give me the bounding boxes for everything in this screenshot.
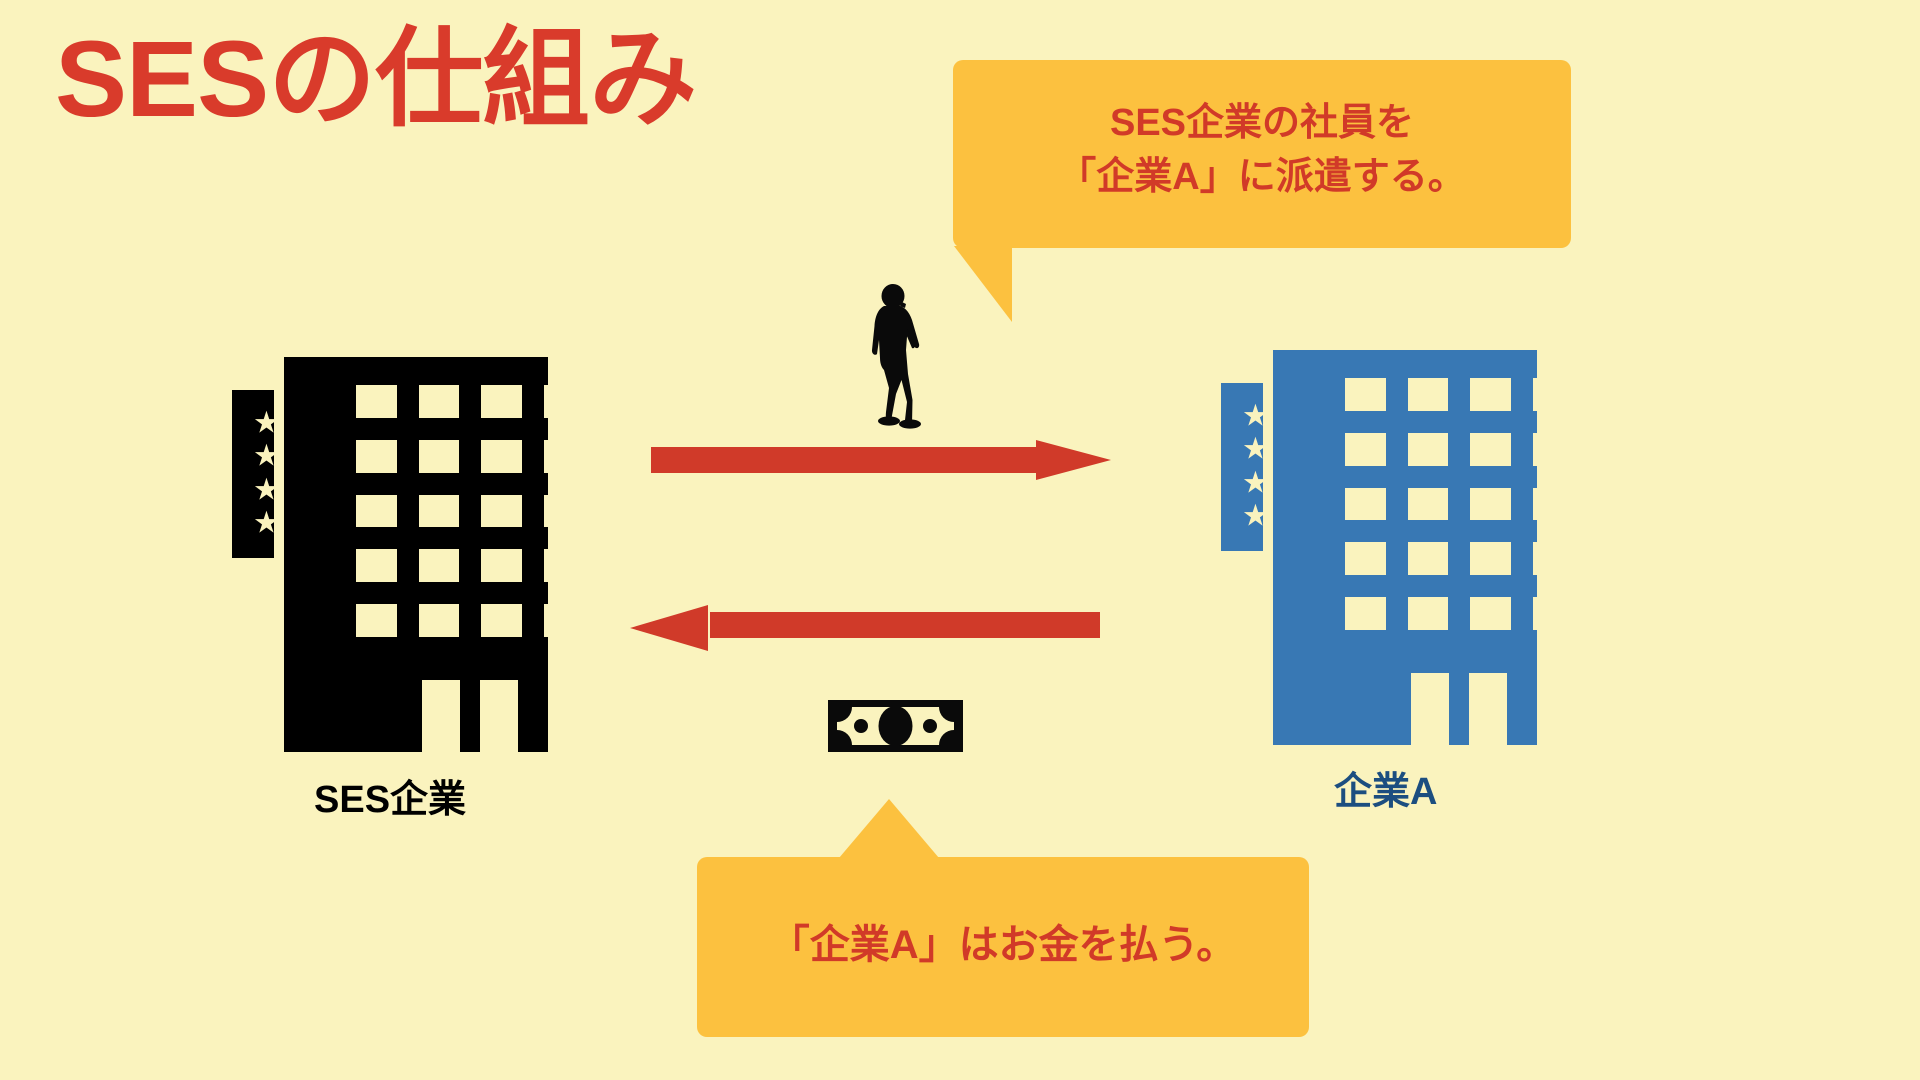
window bbox=[1345, 597, 1386, 630]
arrow-head bbox=[630, 605, 708, 651]
window bbox=[1470, 432, 1511, 466]
window bbox=[1407, 542, 1448, 576]
window bbox=[481, 549, 522, 583]
page-title: SESの仕組み bbox=[55, 18, 697, 139]
window bbox=[418, 385, 459, 418]
speech-bubble-payment-tail bbox=[839, 799, 939, 858]
window bbox=[543, 385, 584, 418]
door bbox=[480, 680, 518, 752]
window bbox=[1407, 432, 1448, 466]
speech-bubble-payment: 「企業A」はお金を払う。 bbox=[697, 799, 1309, 1037]
window bbox=[1470, 487, 1511, 521]
door bbox=[1411, 673, 1449, 745]
walking-person-icon bbox=[862, 284, 932, 434]
window bbox=[418, 494, 459, 528]
speech-bubble-dispatch-line-2: 「企業A」に派遣する。 bbox=[1058, 156, 1466, 198]
company-building-ses bbox=[232, 357, 584, 752]
window bbox=[356, 604, 397, 637]
building-windows-a bbox=[1345, 378, 1573, 630]
arrow-shaft bbox=[710, 612, 1100, 638]
window bbox=[418, 439, 459, 473]
window bbox=[1470, 542, 1511, 576]
window bbox=[356, 439, 397, 473]
window bbox=[1345, 487, 1386, 521]
window bbox=[1532, 378, 1573, 411]
building-body-ses bbox=[284, 357, 584, 752]
window bbox=[356, 549, 397, 583]
window bbox=[1407, 487, 1448, 521]
window bbox=[481, 604, 522, 637]
company-building-a bbox=[1221, 350, 1573, 745]
door bbox=[1469, 673, 1507, 745]
window bbox=[543, 549, 584, 583]
company-label-ses: SES企業 bbox=[314, 779, 467, 821]
window bbox=[543, 439, 584, 473]
arrow-shaft bbox=[651, 447, 1041, 473]
window bbox=[1470, 378, 1511, 411]
window bbox=[543, 494, 584, 528]
window bbox=[418, 549, 459, 583]
window bbox=[1345, 542, 1386, 576]
building-body-a bbox=[1273, 350, 1573, 745]
window bbox=[1345, 432, 1386, 466]
building-windows-ses bbox=[356, 385, 584, 637]
window bbox=[481, 439, 522, 473]
window bbox=[481, 385, 522, 418]
window bbox=[1532, 542, 1573, 576]
building-doors-ses bbox=[422, 680, 518, 752]
arrow-left-icon bbox=[630, 605, 1100, 651]
window bbox=[1532, 487, 1573, 521]
arrow-head bbox=[1036, 440, 1111, 480]
window bbox=[543, 604, 584, 637]
window bbox=[1470, 597, 1511, 630]
window bbox=[1532, 597, 1573, 630]
window bbox=[1407, 597, 1448, 630]
window bbox=[356, 385, 397, 418]
star-banner-a bbox=[1221, 383, 1263, 551]
window bbox=[1407, 378, 1448, 411]
money-bill-icon bbox=[828, 700, 963, 752]
window bbox=[1345, 378, 1386, 411]
window bbox=[1532, 432, 1573, 466]
speech-bubble-dispatch: SES企業の社員を 「企業A」に派遣する。 bbox=[953, 60, 1571, 322]
speech-bubble-dispatch-line-1: SES企業の社員を bbox=[1109, 102, 1415, 145]
building-doors-a bbox=[1411, 673, 1507, 745]
star-banner-ses bbox=[232, 390, 274, 558]
arrow-right-icon bbox=[651, 440, 1111, 480]
window bbox=[418, 604, 459, 637]
speech-bubble-dispatch-tail bbox=[954, 246, 1012, 322]
company-label-a: 企業A bbox=[1334, 771, 1438, 813]
speech-bubble-payment-line-1: 「企業A」はお金を払う。 bbox=[769, 922, 1237, 967]
window bbox=[481, 494, 522, 528]
door bbox=[422, 680, 460, 752]
window bbox=[356, 494, 397, 528]
